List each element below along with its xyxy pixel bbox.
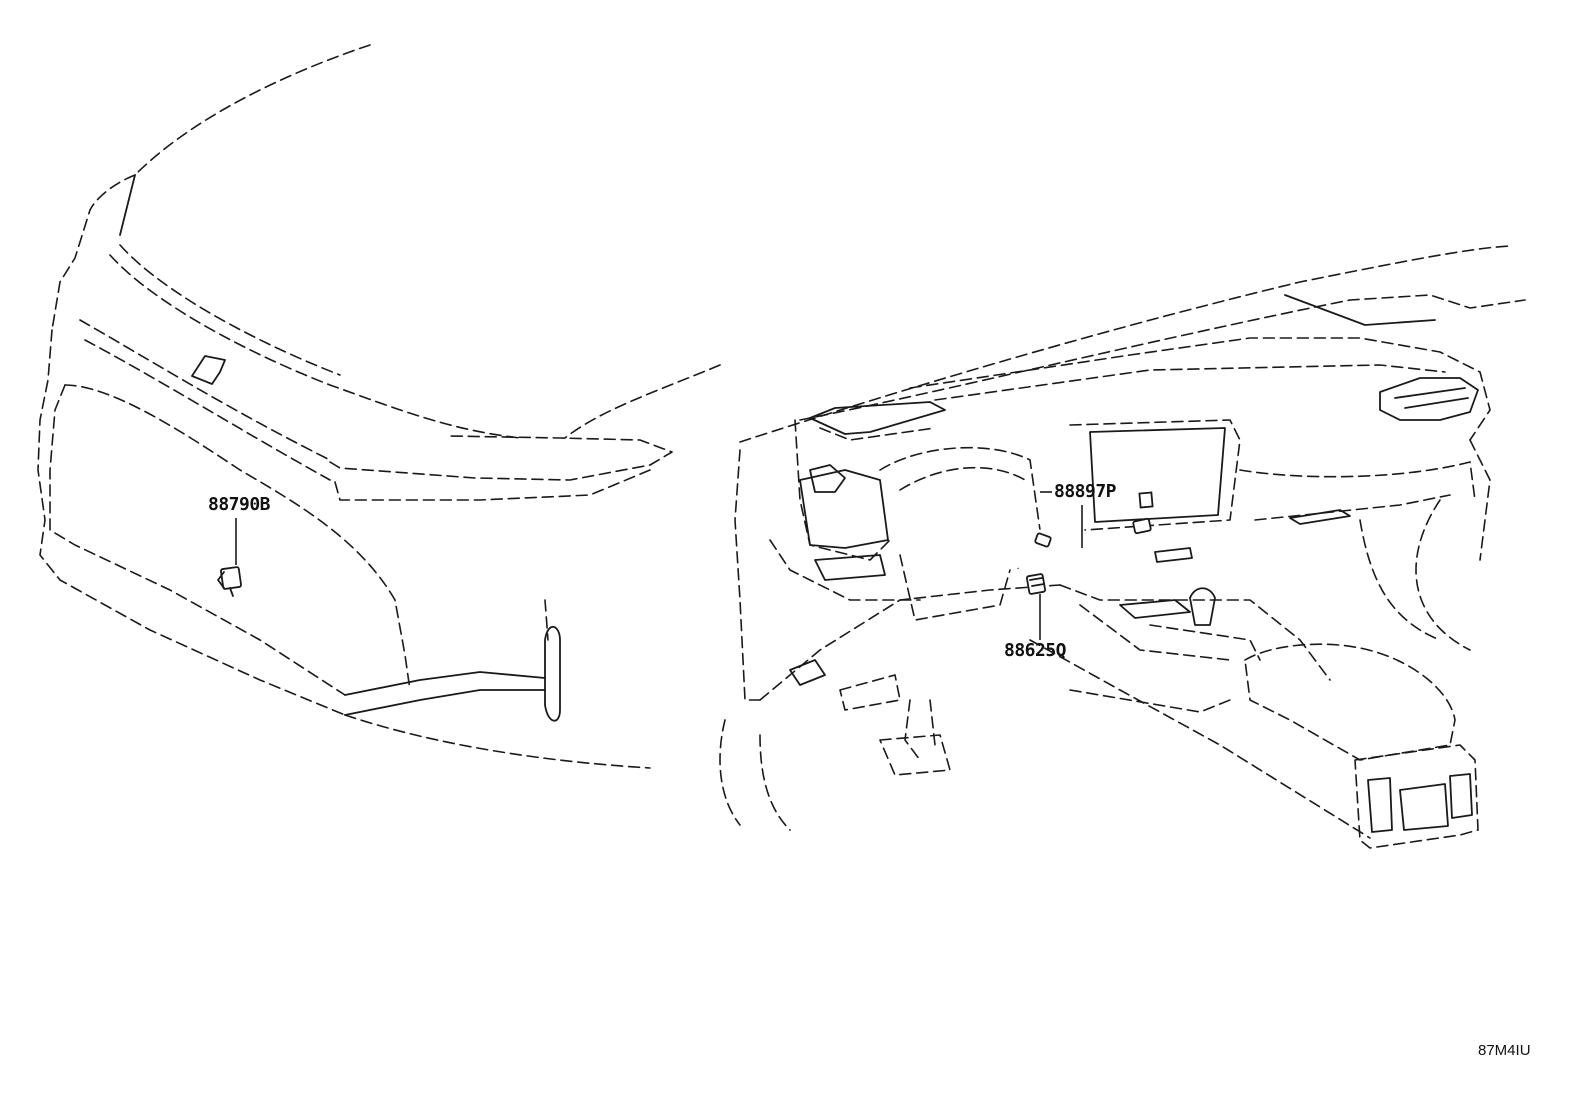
callout-cabin-sensor: 88625Q — [1004, 640, 1067, 661]
callout-harness: 88897P — [1054, 481, 1117, 502]
callout-front-sensor: 88790B — [208, 494, 271, 515]
diagram-reference-code: 87M4IU — [1478, 1042, 1531, 1059]
